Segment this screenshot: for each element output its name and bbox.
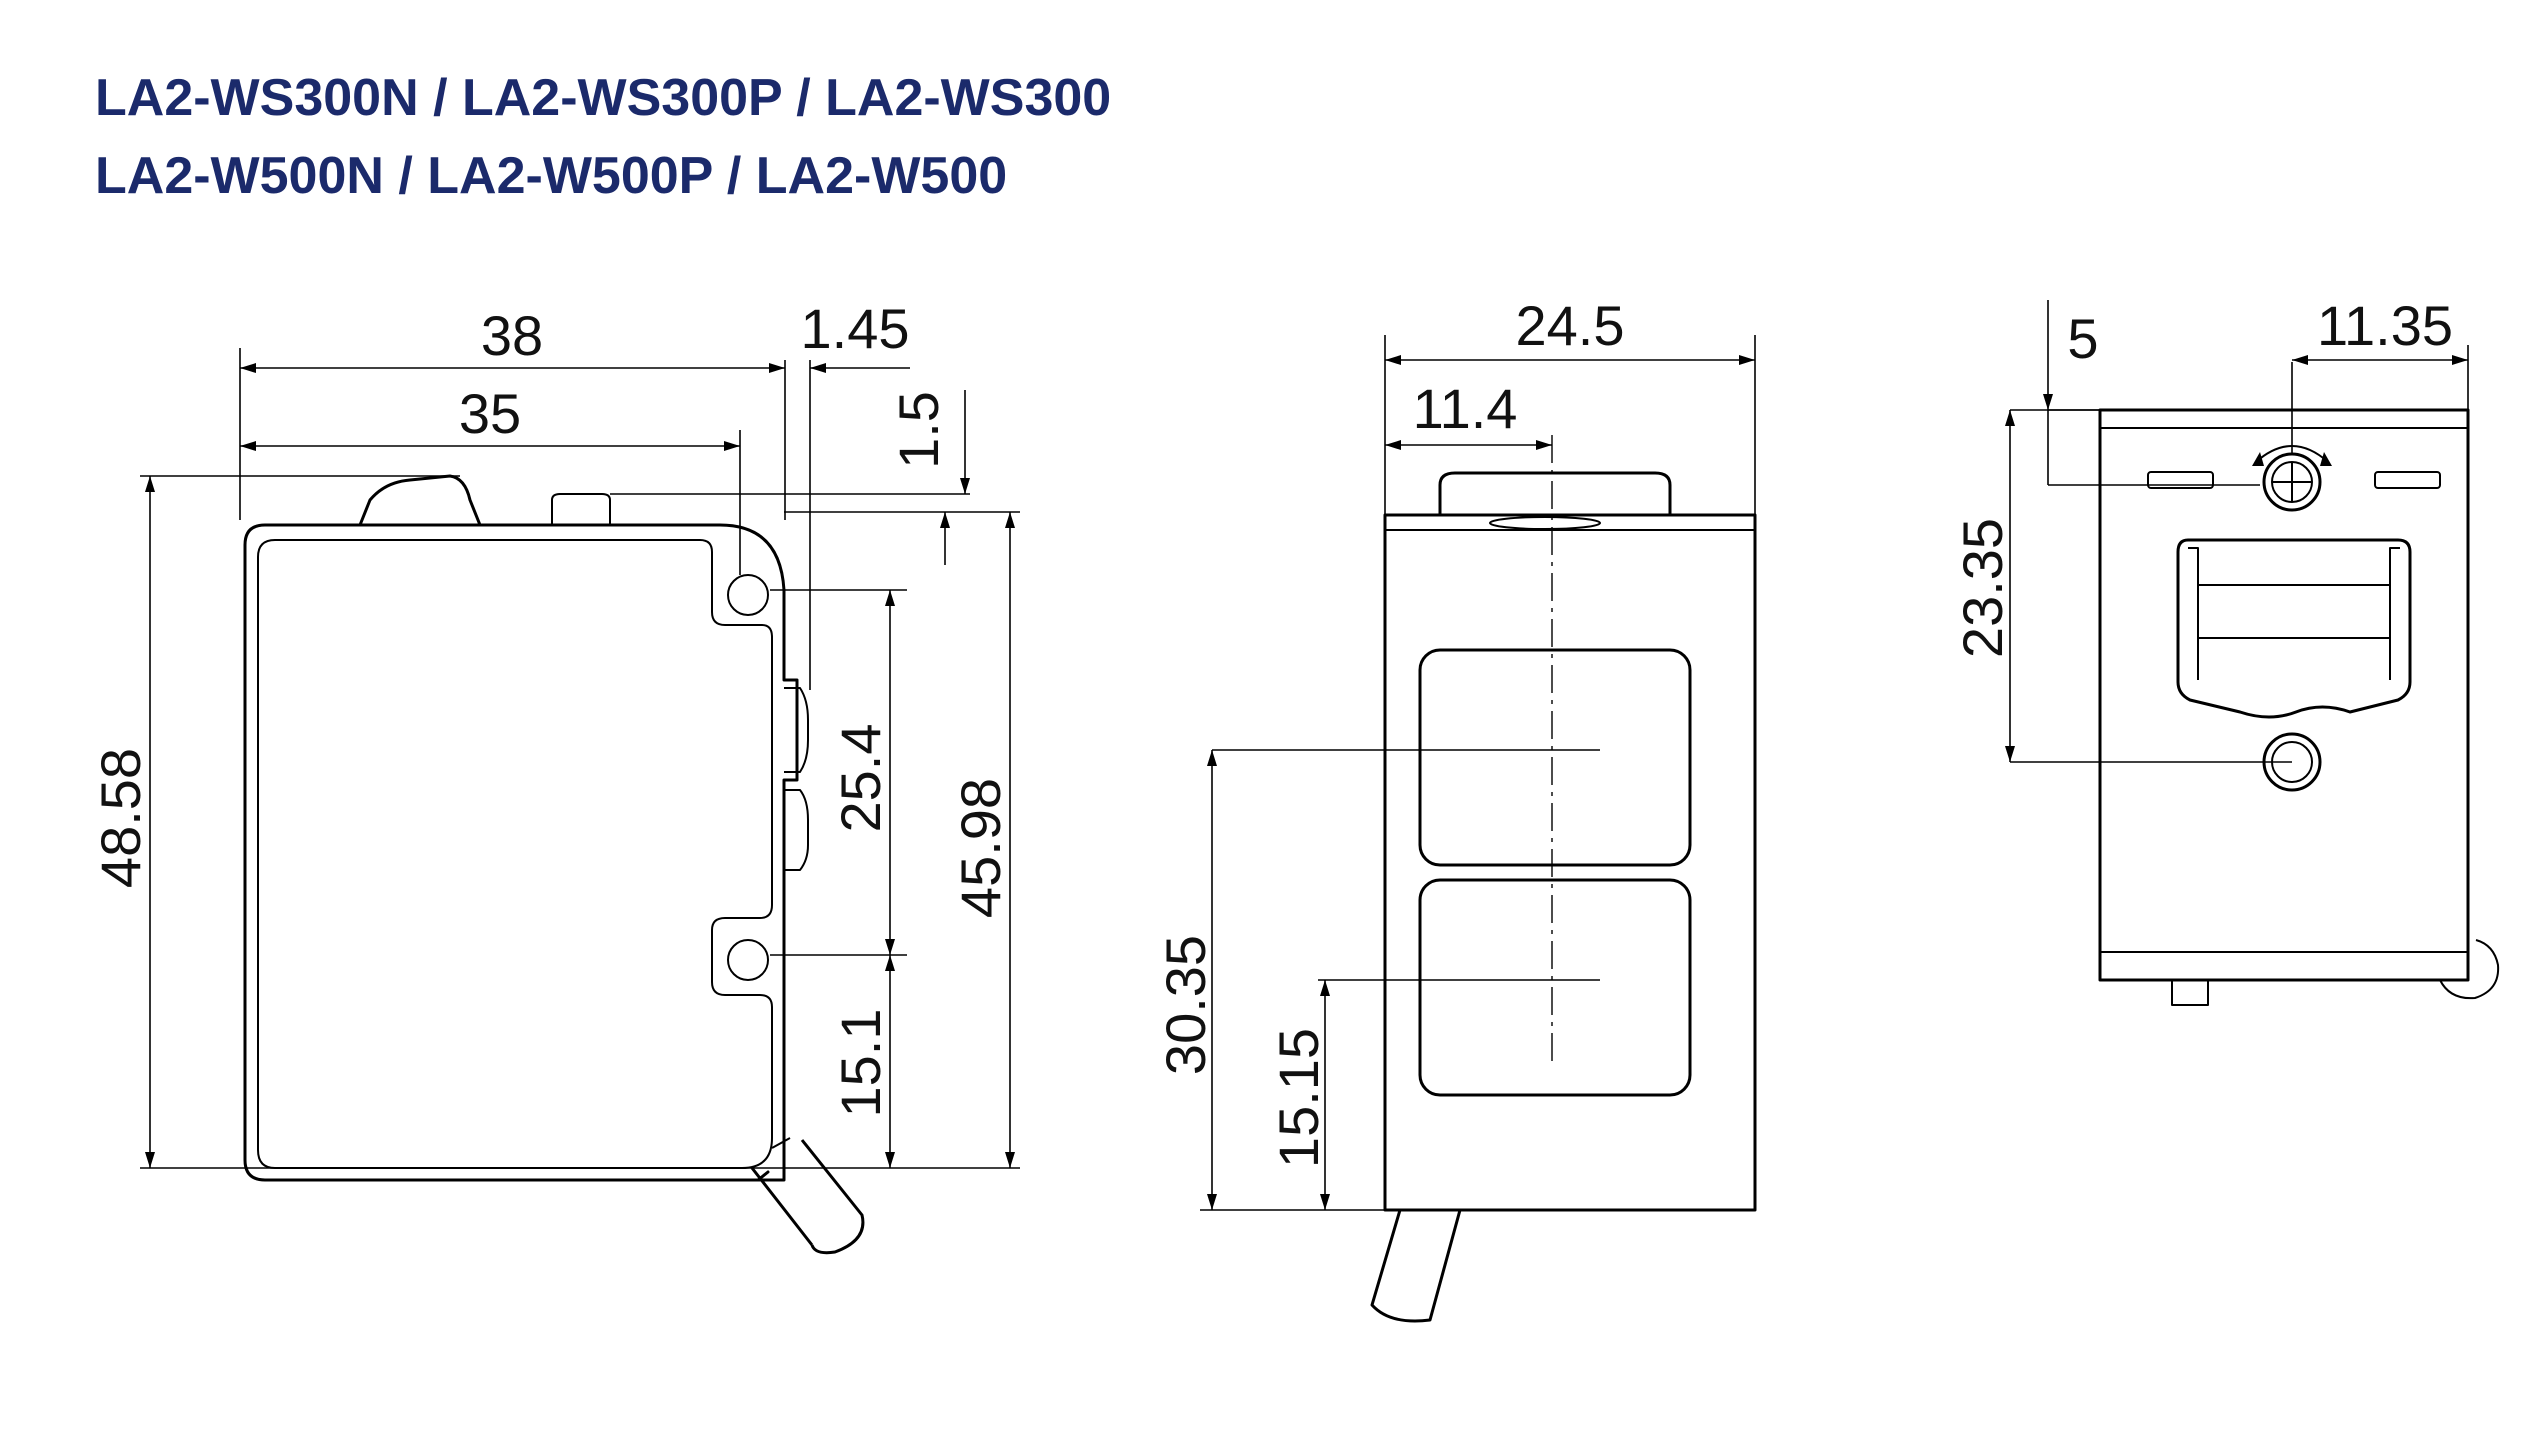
side-connector-bump-2: [784, 789, 809, 871]
dim-label-11-35: 11.35: [2317, 294, 2453, 357]
side-view: 38 35 1.45 1.5 48.58 25.4 15.1 45.98: [89, 297, 1020, 1255]
dim-label-25-4: 25.4: [829, 724, 892, 833]
rear-indicator-right: [2374, 471, 2441, 489]
dim-label-1-5: 1.5: [887, 391, 950, 469]
side-mounting-hole-upper: [727, 574, 769, 616]
rear-connector-window: [2176, 538, 2412, 719]
front-top-cap: [1438, 471, 1672, 515]
dim-label-48-58: 48.58: [89, 748, 152, 888]
dim-label-15-15: 15.15: [1267, 1028, 1330, 1168]
dim-label-1-45: 1.45: [801, 297, 910, 360]
side-inner-panel: [257, 539, 773, 1169]
dim-label-38: 38: [481, 304, 543, 367]
front-top-indicator: [1489, 516, 1601, 530]
model-title-line-2: LA2-W500N / LA2-W500P / LA2-W500: [95, 147, 1008, 205]
front-cable: [1370, 1209, 1462, 1323]
rear-body-outline: [2098, 408, 2470, 982]
dim-label-24-5: 24.5: [1516, 294, 1625, 357]
side-mounting-hole-lower: [727, 939, 769, 981]
side-cable: [750, 1139, 865, 1255]
dim-label-5: 5: [2067, 307, 2098, 370]
side-top-button: [551, 493, 611, 525]
rear-cable-stub: [2439, 939, 2500, 1000]
front-upper-lens: [1418, 648, 1692, 867]
dim-label-45-98: 45.98: [949, 778, 1012, 918]
model-title-line-1: LA2-WS300N / LA2-WS300P / LA2-WS300: [95, 69, 1112, 127]
dim-label-11-4: 11.4: [1413, 377, 1518, 440]
dim-label-23-35: 23.35: [1951, 518, 2014, 658]
rear-arrowheads: [2005, 355, 2468, 762]
front-body-outline: [1383, 513, 1757, 1212]
side-arrowheads: [145, 363, 1015, 1168]
front-arrowheads: [1207, 355, 1755, 1210]
dim-label-35: 35: [459, 382, 521, 445]
rear-indicator-left: [2147, 471, 2214, 489]
front-view: 24.5 11.4 30.35 15.15: [1154, 294, 1757, 1323]
side-top-bump: [358, 474, 482, 526]
dim-label-30-35: 30.35: [1154, 935, 1217, 1075]
rear-view: 5 11.35 23.35: [1951, 294, 2500, 1006]
side-body-outline: [243, 523, 799, 1182]
front-lower-lens: [1418, 878, 1692, 1097]
side-connector-bump-1: [784, 687, 809, 773]
side-cable-boot: [771, 1137, 791, 1149]
dim-label-15-1: 15.1: [829, 1009, 892, 1118]
rear-bottom-tab: [2171, 980, 2209, 1006]
